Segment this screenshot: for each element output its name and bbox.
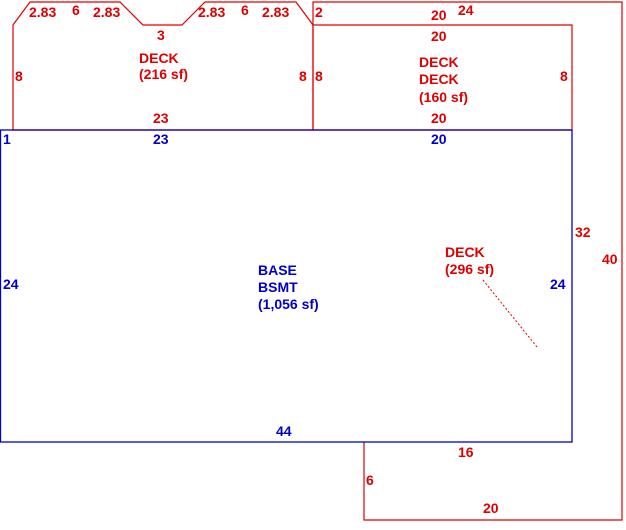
deck-front-label: DECK — [139, 50, 179, 66]
dim-label: 6 — [241, 2, 249, 18]
base-area: (1,056 sf) — [258, 296, 319, 312]
dim-label: 20 — [431, 131, 447, 147]
dim-label: 40 — [602, 251, 618, 267]
deck-right-label-2: DECK — [419, 71, 459, 87]
dim-label: 8 — [560, 68, 568, 84]
dim-label: 20 — [431, 7, 447, 23]
dim-label: 24 — [458, 2, 474, 18]
deck-wrap-outline — [312, 1, 623, 521]
base-label-2: BSMT — [258, 279, 298, 295]
dim-label: 20 — [431, 28, 447, 44]
dim-label: 20 — [483, 500, 499, 516]
dim-label: 16 — [458, 444, 474, 460]
deck-right-label-1: DECK — [419, 54, 459, 70]
dim-label: 2.83 — [93, 4, 120, 20]
base-outline — [0, 129, 573, 443]
dim-label: 23 — [153, 110, 169, 126]
dim-label: 24 — [550, 276, 566, 292]
dim-label: 8 — [315, 68, 323, 84]
dim-label: 44 — [276, 423, 292, 439]
deck-wrap-area: (296 sf) — [445, 261, 494, 277]
dim-label: 20 — [431, 110, 447, 126]
dim-label: 2.83 — [198, 4, 225, 20]
deck-right-area: (160 sf) — [419, 89, 468, 105]
dim-label: 8 — [15, 68, 23, 84]
dim-label: 24 — [3, 276, 19, 292]
dim-label: 2 — [315, 4, 323, 20]
dim-label: 6 — [72, 2, 80, 18]
deck-wrap-label: DECK — [445, 244, 485, 260]
dim-label: 2.83 — [29, 4, 56, 20]
deck-leader-line — [482, 279, 538, 348]
base-label-1: BASE — [258, 262, 297, 278]
dim-label: 3 — [157, 27, 165, 43]
dim-label: 8 — [299, 68, 307, 84]
dim-label: 1 — [3, 131, 11, 147]
dim-label: 32 — [575, 224, 591, 240]
deck-front-area: (216 sf) — [139, 66, 188, 82]
dim-label: 23 — [153, 131, 169, 147]
dim-label: 2.83 — [262, 4, 289, 20]
dim-label: 6 — [366, 472, 374, 488]
